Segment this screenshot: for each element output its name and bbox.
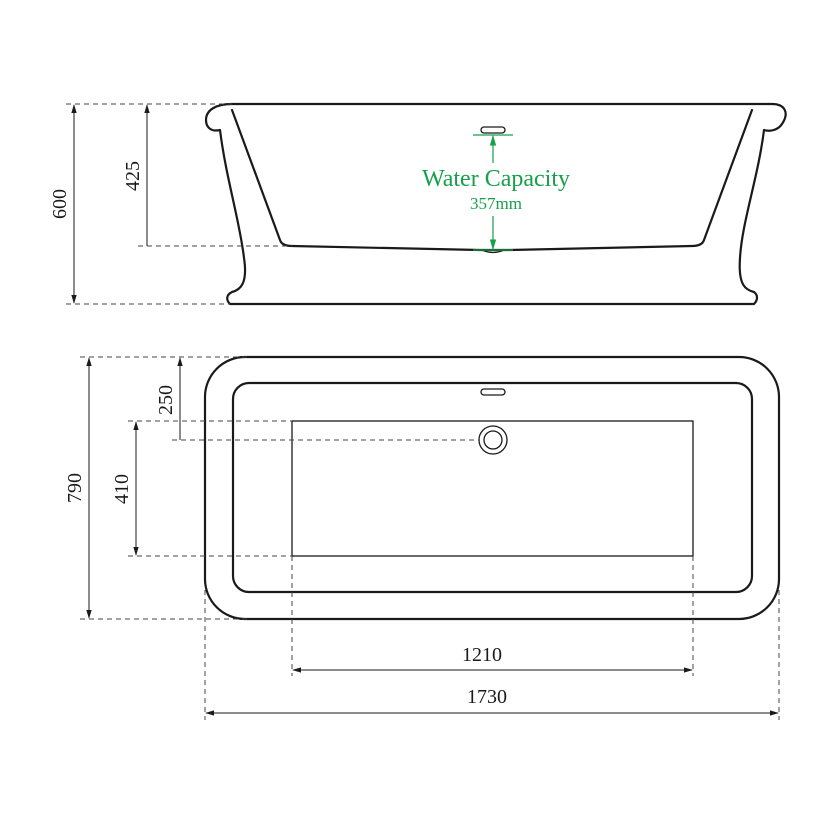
dimension-side-height-interior: 425	[122, 104, 150, 246]
dimension-425-label: 425	[122, 161, 144, 191]
top-view-bottom-area	[291, 420, 694, 557]
top-view: 790 250 410 1210 1730	[64, 355, 781, 720]
drain-bump	[481, 249, 505, 254]
dimension-790-label: 790	[64, 473, 86, 503]
side-view: Water Capacity 357mm 600 425	[49, 102, 787, 306]
water-capacity-label: Water Capacity	[422, 166, 570, 192]
top-view-outer-rim	[203, 355, 781, 621]
dimension-length-total: 1730	[205, 686, 779, 716]
drain-outer	[478, 425, 508, 455]
dimension-1210-label: 1210	[462, 644, 502, 666]
side-view-tub-outline	[204, 102, 787, 306]
top-view-inner-rim	[231, 381, 754, 594]
dimension-410-label: 410	[111, 474, 133, 504]
dimension-top-width-total: 790	[64, 357, 92, 619]
dimension-1730-label: 1730	[467, 686, 507, 708]
drain-inner	[483, 430, 503, 450]
dimension-600-label: 600	[49, 189, 71, 219]
overflow-slot	[480, 126, 506, 134]
water-capacity-indicator: Water Capacity 357mm	[422, 134, 570, 251]
water-capacity-value: 357mm	[470, 194, 522, 213]
dimension-drain-offset: 250	[155, 357, 183, 440]
dimension-side-height-total: 600	[49, 104, 77, 304]
dimension-bottom-width: 410	[111, 421, 139, 556]
dimension-bottom-length: 1210	[292, 644, 693, 673]
top-overflow-slot	[480, 388, 506, 396]
dimension-250-label: 250	[155, 385, 177, 415]
